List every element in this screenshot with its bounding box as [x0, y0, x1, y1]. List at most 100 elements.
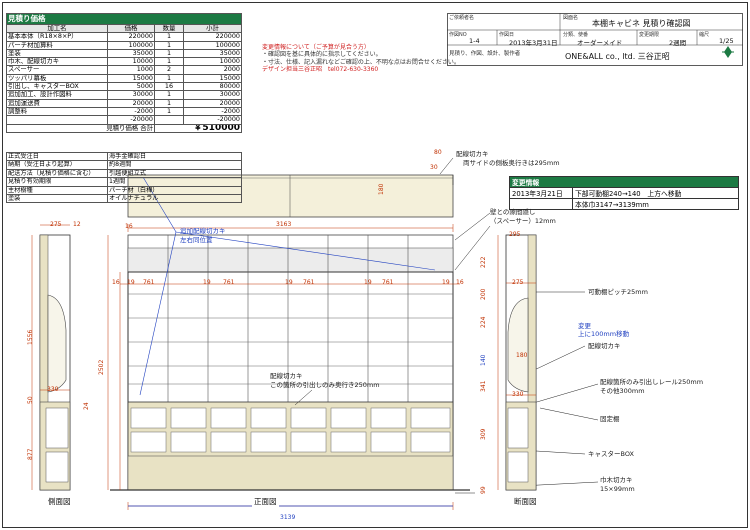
drawing-name-label: 図面名 [563, 15, 579, 21]
dim-80: 80 [434, 149, 442, 156]
spec-label: 正式受注日 [6, 151, 108, 162]
dim-16: 16 [456, 279, 464, 286]
section-view-label: 断面図 [512, 496, 539, 507]
col-header: 数量 [154, 23, 184, 34]
dim-3139: 3139 [280, 514, 296, 521]
col-header: 加工名 [6, 23, 108, 34]
dim-275: 275 [512, 279, 524, 286]
dim-19: 19 [364, 279, 372, 286]
dim-330: 330 [512, 391, 524, 398]
dim-180: 180 [516, 352, 528, 359]
dim-140: 140 [480, 354, 487, 366]
annotation-fixed-shelf: 固定棚 [600, 415, 620, 423]
item-subtotal: 100000 [183, 40, 242, 50]
section-view [497, 234, 537, 491]
dim-30: 30 [430, 164, 438, 171]
dim-16: 16 [112, 279, 120, 286]
annotation-extra-cut: 追加配線切カキ [180, 227, 226, 235]
item-subtotal: 80000 [183, 82, 242, 92]
item-price: 5000 [107, 82, 155, 92]
annotation-cut-top: 配線切カキ [456, 150, 489, 158]
estimate-title: 見積り価格 [6, 13, 242, 25]
spec-value: 海手金確認日 [107, 151, 242, 162]
item-qty: 1 [154, 48, 184, 59]
item-price: 15000 [107, 73, 155, 84]
annotation-cut-right: 配線切カキ [588, 342, 621, 350]
item-price: 35000 [107, 48, 155, 59]
annotation-baseboard: 巾木切カキ [600, 476, 633, 484]
item-price: 220000 [107, 32, 155, 42]
annotation-drawer-rail: 配線箇所のみ引出しレール250mm [600, 378, 704, 386]
item-subtotal: 30000 [183, 90, 242, 100]
col-header: 小計 [183, 23, 242, 34]
annotation-extra-cut2: 左右同位置 [180, 236, 213, 244]
item-price: 1000 [107, 65, 155, 75]
spec-row: 塗装オイルナチュラル [6, 194, 242, 204]
dim-295: 295 [509, 231, 521, 238]
item-name [6, 115, 108, 125]
dim-877: 877 [27, 448, 34, 460]
annotation-baseboard2: 15×99mm [600, 485, 635, 493]
black-leaders [294, 157, 599, 494]
spec-value: オイルナチュラル [107, 194, 242, 204]
dim-224: 224 [480, 316, 487, 328]
item-subtotal: 220000 [183, 32, 242, 42]
item-name: 調整料 [6, 106, 108, 117]
roles: 見積り、作図、設計、製作者 [449, 51, 521, 57]
spec-table: 正式受注日海手金確認日納期（受注日より起算）約8週間配送方法（見積り価格に含む）… [6, 151, 242, 204]
dim-275: 275 [50, 221, 62, 228]
change-item: 下部可動棚240→140 上方へ移動 [572, 187, 739, 199]
dim-19: 19 [203, 279, 211, 286]
dim-99: 99 [480, 486, 487, 494]
item-subtotal: 35000 [183, 48, 242, 59]
item-qty: 2 [154, 65, 184, 75]
annotation-caster-box: キャスターBOX [588, 450, 634, 458]
item-name: 追加加工、設計作図料 [6, 90, 108, 100]
item-name: パーチ材加算料 [6, 40, 108, 50]
notice-line: ・確認図を基に具体的に指示してください。 [262, 51, 382, 59]
notice-head: 変更情報について（ご予算が見合う方） [262, 44, 370, 51]
notice-designer: デザイン担当三谷正昭 tel072-630-3360 [262, 65, 379, 73]
item-subtotal: 10000 [183, 57, 242, 67]
dim-12: 12 [73, 221, 81, 228]
spec-value: 引越便組立式 [107, 168, 242, 179]
dim-2502: 2502 [98, 359, 105, 375]
dim-200: 200 [480, 288, 487, 300]
category-label: 分類、使番 [563, 32, 589, 38]
spec-row: 正式受注日海手金確認日 [6, 151, 242, 162]
dim-19: 19 [442, 279, 450, 286]
top-strip [127, 247, 454, 273]
spec-row: 納期（受注日より起算）約8週間 [6, 160, 242, 170]
dim-3163: 3163 [276, 221, 292, 228]
front-view-label: 正面図 [252, 496, 279, 507]
company: ONE&ALL co., ltd. 三谷正昭 [565, 52, 670, 61]
side-view [31, 224, 71, 491]
item-price: -2000 [107, 106, 155, 117]
annotation-change: 変更 [578, 322, 591, 330]
item-name: 基本本体（R18×8×P） [6, 32, 108, 42]
date: 2013年3月31日 [509, 39, 558, 47]
dim-761: 761 [223, 279, 235, 286]
item-qty: 1 [154, 98, 184, 108]
spec-value: 1週間 [107, 177, 242, 187]
total-value: ￥510000 [154, 123, 242, 133]
work-no: 1-4 [469, 37, 480, 45]
scale-label: 縮尺 [699, 32, 710, 38]
item-qty: 1 [154, 57, 184, 67]
item-subtotal: 20000 [183, 98, 242, 108]
item-name: 引出し、キャスターBOX [6, 82, 108, 92]
total-label: 見積り価格 合計 [6, 123, 155, 133]
dim-761: 761 [382, 279, 394, 286]
notice-line: ・寸法、仕様、記入漏れなどご確認の上、不明な点はお問合せください。 [262, 58, 460, 66]
dim-341: 341 [480, 380, 487, 392]
dim-16: 16 [125, 223, 133, 230]
item-subtotal: 2000 [183, 65, 242, 75]
